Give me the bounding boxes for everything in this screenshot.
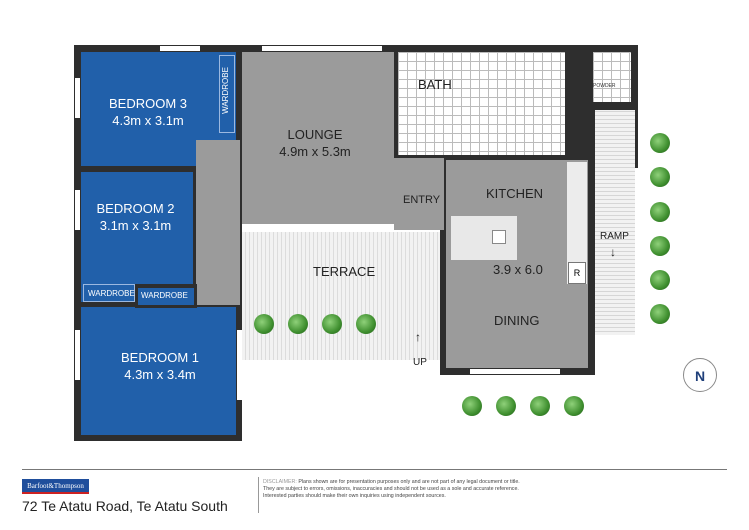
kitchen-label: KITCHEN: [486, 186, 544, 201]
disclaimer: DISCLAIMER: Plans shown are for presenta…: [263, 479, 528, 500]
lounge-label: LOUNGE 4.9m x 5.3m: [255, 126, 375, 160]
cooktop-icon: [492, 230, 506, 244]
wardrobe-bedroom-3: WARDROBE: [219, 55, 235, 133]
room-bedroom-1: [81, 307, 236, 435]
ramp-label: RAMP: [600, 231, 629, 242]
disclaimer-text: Plans shown are for presentation purpose…: [263, 479, 520, 499]
room-bedroom-2: [81, 172, 193, 302]
bath-label: BATH: [418, 77, 452, 92]
wardrobe-label: WARDROBE: [220, 67, 230, 114]
tree-icon: [322, 314, 342, 334]
dining-label: DINING: [494, 313, 540, 328]
window: [262, 46, 382, 51]
hallway: [196, 140, 240, 305]
tree-icon: [288, 314, 308, 334]
terrace-deck: [242, 232, 440, 360]
terrace-label: TERRACE: [313, 264, 376, 279]
room-size: 4.3m x 3.4m: [124, 367, 196, 382]
powder-label: POWDER: [593, 83, 616, 89]
disclaimer-label: DISCLAIMER:: [263, 479, 297, 485]
terrace-up-label: UP: [413, 357, 427, 368]
window: [160, 46, 200, 51]
tree-icon: [496, 396, 516, 416]
up-arrow-icon: ↑: [415, 330, 421, 344]
window: [470, 369, 560, 374]
tree-icon: [650, 167, 670, 187]
fridge: R: [568, 262, 586, 284]
floor-plan: R WARDROBE WARDROBE WARDROBE BEDROOM 3 4.…: [74, 45, 717, 441]
room-name: LOUNGE: [287, 127, 343, 142]
ramp: [595, 110, 635, 335]
room-size: 3.1m x 3.1m: [99, 218, 172, 233]
kitchen-size: 3.9 x 6.0: [493, 262, 543, 277]
north-compass-icon: N: [683, 358, 717, 392]
footer-divider: [22, 469, 727, 470]
kitchen-island: [451, 216, 517, 260]
tree-icon: [650, 304, 670, 324]
tree-icon: [650, 270, 670, 290]
window: [75, 330, 80, 380]
window: [75, 190, 80, 230]
wardrobe-label: WARDROBE: [141, 291, 188, 300]
room-powder: [593, 52, 631, 102]
tree-icon: [650, 133, 670, 153]
room-lounge: [242, 52, 394, 224]
brand-logo: Barfoot&Thompson: [22, 479, 89, 494]
footer-vertical-divider: [258, 477, 259, 513]
bedroom-3-label: BEDROOM 3 4.3m x 3.1m: [88, 95, 208, 129]
tree-icon: [564, 396, 584, 416]
room-size: 4.9m x 5.3m: [279, 144, 351, 159]
room-bath: [398, 52, 565, 155]
wardrobe-bedroom-2: WARDROBE: [83, 284, 135, 302]
tree-icon: [650, 202, 670, 222]
window: [75, 78, 80, 118]
entry-label: ENTRY: [403, 194, 441, 206]
room-entry: [394, 158, 444, 230]
tree-icon: [254, 314, 274, 334]
room-name: BEDROOM 3: [108, 96, 187, 111]
room-name: BEDROOM 2: [96, 201, 175, 216]
tree-icon: [356, 314, 376, 334]
bedroom-1-label: BEDROOM 1 4.3m x 3.4m: [100, 349, 220, 383]
ramp-arrow-icon: ↓: [610, 245, 616, 259]
tree-icon: [462, 396, 482, 416]
room-name: BEDROOM 1: [120, 350, 199, 365]
property-address: 72 Te Atatu Road, Te Atatu South: [22, 498, 228, 514]
window: [237, 330, 242, 400]
kitchen-bench: [567, 162, 587, 284]
room-kitchen-dining: [446, 160, 588, 368]
wardrobe-label: WARDROBE: [88, 289, 135, 298]
room-size: 4.3m x 3.1m: [112, 113, 184, 128]
tree-icon: [530, 396, 550, 416]
bedroom-2-label: BEDROOM 2 3.1m x 3.1m: [78, 200, 193, 234]
wardrobe-bedroom-1: WARDROBE: [138, 288, 194, 305]
tree-icon: [650, 236, 670, 256]
